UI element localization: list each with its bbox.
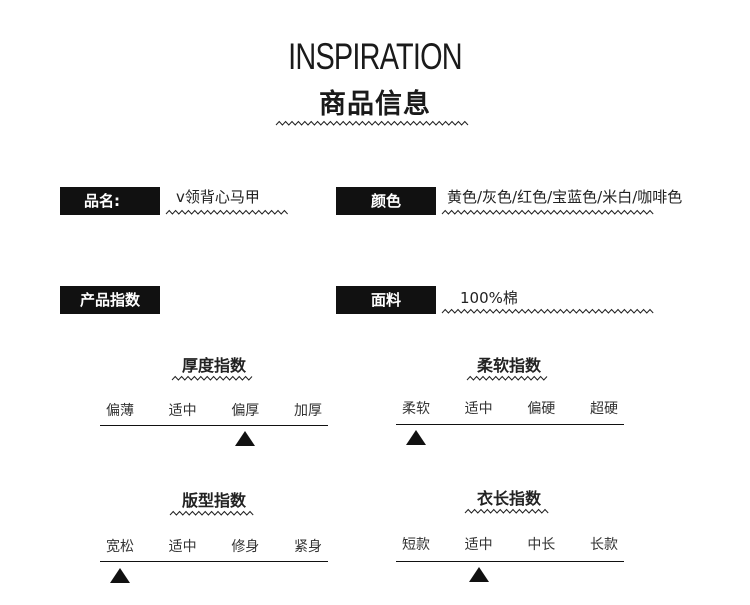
fabric-label: 面料 <box>336 286 436 314</box>
softness-scale-line <box>396 424 624 425</box>
fit-scale: 宽松 适中 修身 紧身 <box>100 536 328 556</box>
fabric-value: 100%棉 <box>460 289 518 307</box>
length-option: 适中 <box>464 537 493 553</box>
color-label: 颜色 <box>336 187 436 215</box>
softness-index-title: 柔软指数 <box>476 356 541 375</box>
title-english: INSPIRATION <box>288 36 462 77</box>
name-value: v领背心马甲 <box>176 188 260 206</box>
thickness-option: 适中 <box>168 403 197 419</box>
thickness-option: 偏薄 <box>106 403 134 419</box>
thickness-scale: 偏薄 适中 偏厚 加厚 <box>100 400 328 420</box>
length-option: 短款 <box>402 537 430 553</box>
thickness-index-title: 厚度指数 <box>181 356 246 375</box>
softness-scale: 柔软 适中 偏硬 超硬 <box>396 398 624 418</box>
length-option: 长款 <box>589 537 618 553</box>
fit-marker-triangle-icon <box>110 568 130 583</box>
title-chinese: 商品信息 <box>319 89 431 120</box>
thickness-scale-line <box>100 425 328 426</box>
softness-option: 适中 <box>464 401 493 417</box>
fit-wave-underline <box>169 510 254 516</box>
thickness-option: 加厚 <box>293 403 322 419</box>
fit-option: 紧身 <box>293 539 322 555</box>
name-wave-underline <box>165 209 288 215</box>
softness-wave-underline <box>466 375 548 381</box>
length-scale-line <box>396 561 624 562</box>
softness-option: 超硬 <box>589 401 618 417</box>
name-label: 品名: <box>60 187 160 215</box>
softness-option: 偏硬 <box>527 401 556 417</box>
length-scale: 短款 适中 中长 长款 <box>396 534 624 554</box>
length-index-title: 衣长指数 <box>476 489 541 508</box>
color-value: 黄色/灰色/红色/宝蓝色/米白/咖啡色 <box>447 188 683 206</box>
thickness-wave-underline <box>171 375 253 381</box>
thickness-marker-triangle-icon <box>235 431 255 446</box>
length-marker-triangle-icon <box>469 567 489 582</box>
fit-option: 宽松 <box>106 539 134 555</box>
title-wave-divider <box>275 120 469 126</box>
fit-option: 修身 <box>231 539 260 555</box>
length-wave-underline <box>464 508 549 514</box>
softness-marker-triangle-icon <box>406 430 426 445</box>
thickness-option: 偏厚 <box>231 403 260 419</box>
fit-option: 适中 <box>168 539 197 555</box>
fit-scale-line <box>100 561 328 562</box>
fabric-wave-underline <box>441 308 654 314</box>
product-index-label: 产品指数 <box>60 286 160 314</box>
softness-option: 柔软 <box>402 401 430 417</box>
length-option: 中长 <box>527 537 556 553</box>
fit-index-title: 版型指数 <box>181 491 246 510</box>
color-wave-underline <box>441 209 654 215</box>
